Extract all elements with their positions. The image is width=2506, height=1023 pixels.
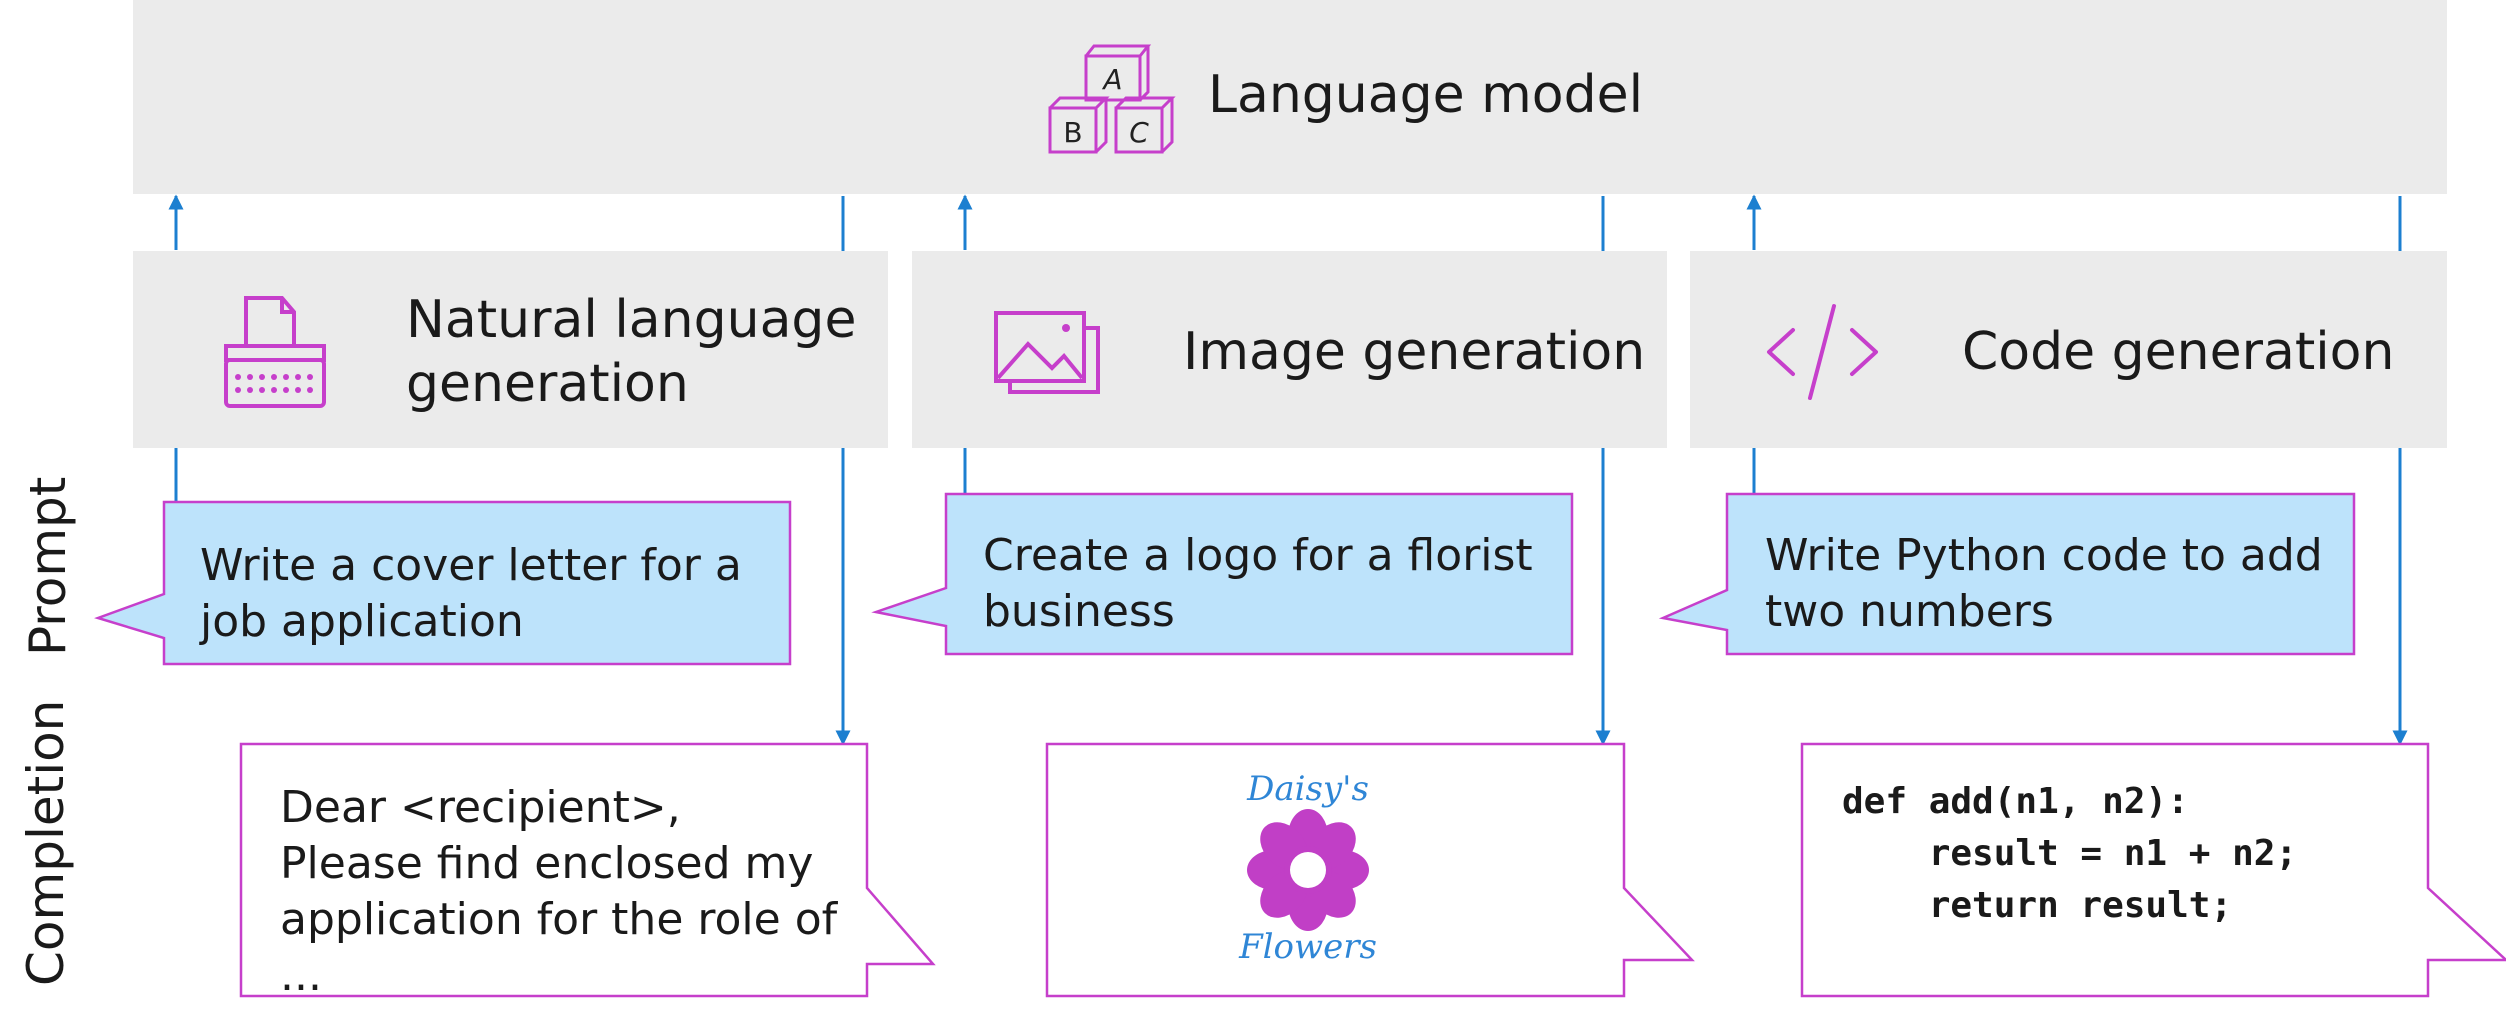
florist-logo: Daisy's Flowers	[1238, 769, 1377, 967]
category-panel-text	[133, 251, 888, 448]
prompt-text-florist-logo: Create a logo for a florist business	[983, 530, 1533, 637]
block-letter-c: C	[1129, 116, 1149, 149]
completion-code-block: def add(n1, n2): result = n1 + n2; retur…	[1842, 781, 2298, 926]
language-model-panel	[133, 0, 2447, 194]
completion-bubble-code	[1800, 742, 2506, 998]
code-icon	[1767, 304, 1878, 400]
image-icon	[994, 311, 1100, 394]
category-label-code-generation: Code generation	[1962, 322, 2395, 382]
completion-line: ...	[280, 950, 322, 996]
category-label-line2: generation	[406, 354, 689, 414]
category-panel-code	[1690, 251, 2447, 448]
typewriter-icon	[224, 296, 326, 408]
prompt-bubble-code	[1658, 492, 2356, 656]
block-letter-b: B	[1063, 116, 1082, 149]
logo-text-top: Daisy's	[1246, 769, 1369, 809]
language-model-title: Language model	[1208, 65, 1644, 125]
logo-text-bottom: Flowers	[1238, 927, 1377, 967]
completion-line: application for the role of	[280, 894, 838, 945]
category-label-image-generation: Image generation	[1183, 322, 1646, 382]
category-label-natural-language: Natural language generation	[406, 288, 856, 416]
block-letter-a: A	[1101, 63, 1122, 96]
prompt-text-cover-letter: Write a cover letter for a job applicati…	[200, 540, 742, 647]
prompt-bubble-image	[871, 492, 1574, 656]
completion-line: Please find enclosed my	[280, 838, 814, 889]
category-panel-image	[912, 251, 1667, 448]
completion-bubble-image	[1045, 742, 1695, 998]
completion-bubble-text	[239, 742, 936, 998]
completion-line: Dear <recipient>,	[280, 782, 681, 833]
prompt-bubble-text	[94, 500, 792, 666]
abc-blocks-icon: A B C	[1048, 44, 1176, 154]
completion-text-cover-letter: Dear <recipient>, Please find enclosed m…	[280, 780, 860, 996]
side-label-completion: Completion	[17, 699, 75, 986]
side-label-prompt: Prompt	[19, 476, 77, 656]
prompt-text-python-code: Write Python code to add two numbers	[1765, 530, 2323, 637]
category-label-line1: Natural language	[406, 290, 857, 350]
flower-icon	[1247, 809, 1369, 931]
